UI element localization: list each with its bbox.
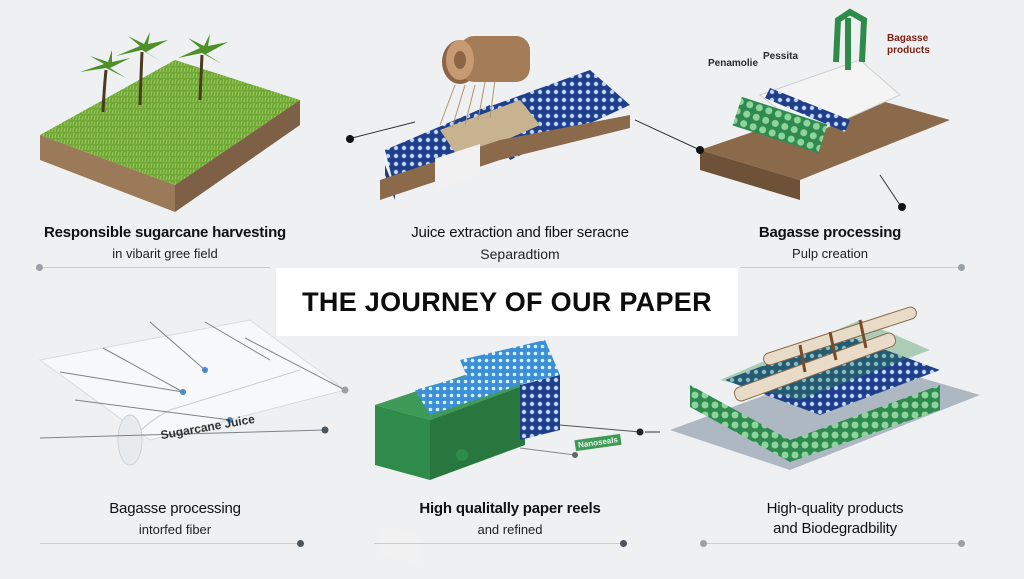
step-6-title: High-quality products <box>766 500 904 517</box>
divider-dot <box>297 540 304 547</box>
step-4-subtitle: intorfed fiber <box>138 522 212 537</box>
paper-reels-illustration <box>375 144 644 565</box>
step-5-subtitle: and refined <box>477 522 543 537</box>
step-6-caption: High-quality products and Biodegradbilit… <box>735 500 935 537</box>
bagasse-machine-illustration <box>700 8 950 200</box>
step-3-caption: Bagasse processing Pulp creation <box>735 224 925 261</box>
step-1-subtitle: in vibarit gree field <box>112 246 218 261</box>
row-2-divider-2 <box>374 543 624 544</box>
step-5-title: High qualitally paper reels <box>419 500 601 517</box>
divider-dot <box>958 264 965 271</box>
extraction-illustration <box>380 36 630 200</box>
row-1-divider-left <box>40 267 270 268</box>
step-3-title: Bagasse processing <box>758 224 902 241</box>
field-illustration <box>40 32 300 212</box>
machine-right-label: Pessita <box>763 51 799 62</box>
step-4-caption: Bagasse processing intorfed fiber <box>70 500 280 537</box>
row-2-divider-3 <box>704 543 962 544</box>
juice-roll-illustration <box>38 319 349 466</box>
page-title: THE JOURNEY OF OUR PAPER <box>302 286 712 317</box>
page-title-box: THE JOURNEY OF OUR PAPER <box>276 268 738 336</box>
row-2-divider-1 <box>40 543 298 544</box>
step-1-caption: Responsible sugarcane harvesting in viba… <box>30 224 300 261</box>
step-6-subtitle: and Biodegradbility <box>773 520 897 537</box>
step-5-caption: High qualitally paper reels and refined <box>385 500 635 537</box>
step-2-title: Juice extraction and fiber seracne <box>411 224 629 241</box>
step-2-subtitle: Separadtiom <box>480 246 560 262</box>
factory-illustration <box>670 306 980 470</box>
bagasse-products-label: Bagasse products <box>887 33 930 57</box>
step-4-title: Bagasse processing <box>109 500 241 517</box>
divider-dot <box>958 540 965 547</box>
divider-dot <box>36 264 43 271</box>
bagasse-products-line1: Bagasse <box>887 33 929 44</box>
row-1-divider-right <box>740 267 962 268</box>
step-2-caption: Juice extraction and fiber seracne Separ… <box>370 224 670 262</box>
machine-left-label: Penamolie <box>708 58 759 69</box>
connectors <box>351 119 901 433</box>
divider-dot <box>700 540 707 547</box>
bagasse-products-line2: products <box>887 45 930 56</box>
divider-dot <box>620 540 627 547</box>
step-1-title: Responsible sugarcane harvesting <box>43 224 286 241</box>
step-3-subtitle: Pulp creation <box>792 246 868 261</box>
